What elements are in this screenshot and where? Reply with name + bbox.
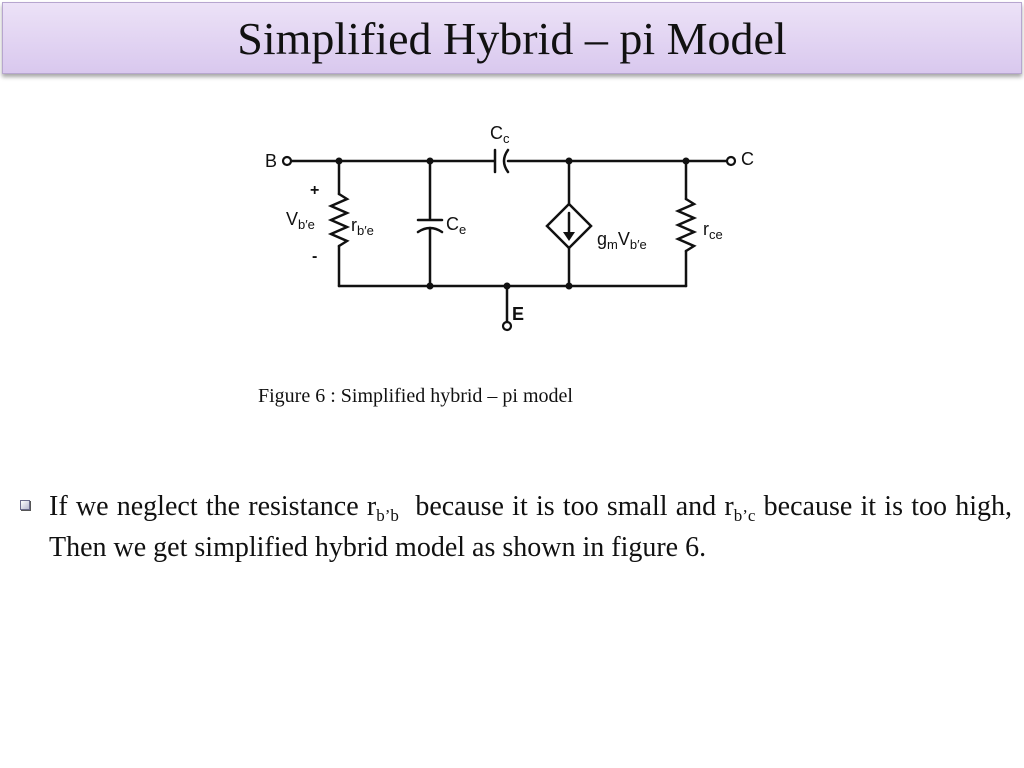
slide-title: Simplified Hybrid – pi Model <box>237 13 787 64</box>
emitter-terminal <box>501 320 513 332</box>
junction-dot <box>335 157 343 165</box>
plus-sign: + <box>310 182 319 199</box>
rbe-resistor <box>327 192 351 248</box>
bullet-text-part3: because it is too high, Then we get simp… <box>49 491 1012 563</box>
junction-dot <box>565 157 573 165</box>
bullet-text-part1: If we neglect the resistance r <box>49 491 377 522</box>
bullet-text-part2: because it is too small and r <box>398 491 734 522</box>
bullet-square-icon <box>20 500 30 510</box>
title-bar: Simplified Hybrid – pi Model <box>2 2 1022 74</box>
bullet-sub-rbb: b’b <box>376 506 399 525</box>
cc-label: Cc <box>490 123 510 146</box>
rce-resistor <box>674 197 698 253</box>
junction-dot <box>565 282 573 290</box>
junction-dot <box>503 282 511 290</box>
collector-label: C <box>741 149 754 169</box>
base-label: B <box>265 151 277 171</box>
rce-label: rce <box>703 219 723 242</box>
vbe-label: Vb′e <box>286 209 315 232</box>
junction-dot <box>426 157 434 165</box>
ce-label: Ce <box>446 214 466 237</box>
cc-plate-right <box>502 148 510 174</box>
figure-caption: Figure 6 : Simplified hybrid – pi model <box>258 385 573 407</box>
gm-label: gmVb′e <box>597 229 647 252</box>
source-arrow-head <box>563 232 575 241</box>
emitter-label: E <box>512 304 524 324</box>
collector-terminal <box>725 155 737 167</box>
junction-dot <box>682 157 690 165</box>
base-terminal <box>281 155 293 167</box>
bullet-sub-rbc: b’c <box>733 506 756 525</box>
bullet-text: If we neglect the resistance rb’b becaus… <box>49 486 1012 568</box>
junction-dot <box>426 282 434 290</box>
bullet-point: If we neglect the resistance rb’b becaus… <box>20 486 1014 568</box>
rbe-label: rb′e <box>351 215 374 238</box>
minus-sign: - <box>312 248 317 265</box>
